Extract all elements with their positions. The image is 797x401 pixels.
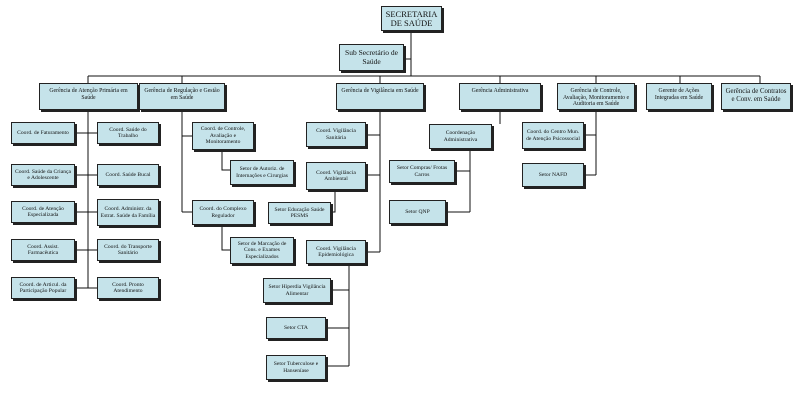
connector-reg-s2: [221, 225, 230, 251]
gerencia-controle-auditoria: Gerência de Controle, Avaliação, Monitor…: [557, 83, 635, 110]
coord-saude-bucal: Coord. Saúde Bucal: [97, 164, 159, 186]
setor-autoriz-internacoes: Setor de Autoriz. de Internações e Cirur…: [230, 160, 294, 185]
coord-complexo-regulador: Coord. do Complexo Regulador: [192, 200, 254, 225]
coord-vigilancia-ambiental: Coord. Vigilância Ambiental: [306, 162, 366, 190]
coord-assist-farmaceutica: Coord. Assist. Farmacêutica: [11, 239, 75, 261]
sub-secretario-box: Sub Secretário de Saúde: [339, 44, 404, 71]
coord-transporte-sanitario: Coord. do Transporte Sanitário: [97, 239, 159, 261]
coord-vigilancia-sanitaria: Coord. Vigilância Sanitária: [306, 122, 366, 147]
coord-saude-crianca: Coord. Saúde da Criança e Adolescente: [11, 164, 75, 186]
setor-nafd: Setor NAFD: [522, 163, 584, 187]
coord-administrativa: Coordenação Administrativa: [429, 124, 492, 149]
gerencia-administrativa: Gerência Administrativa: [459, 83, 541, 110]
setor-compras-frotas: Setor Compras/ Frotas Carros: [389, 160, 455, 183]
coord-pronto-atendimento: Coord. Pronto Atendimento: [97, 277, 159, 299]
coord-participacao-popular: Coord. de Articul. da Participação Popul…: [11, 277, 75, 299]
gerencia-vigilancia: Gerência de Vigilância em Saúde: [336, 83, 424, 110]
setor-cta: Setor CTA: [266, 317, 326, 339]
coord-estrat-saude-familia: Coord. Administr. da Estrat. Saúde da Fa…: [97, 199, 159, 226]
coord-atencao-especializada: Coord. de Atenção Especializada: [11, 201, 75, 223]
gerencia-regulacao: Gerência de Regulação e Gestão em Saúde: [139, 83, 225, 110]
connector-vig-amb: [331, 190, 336, 213]
gerencia-acoes-integradas: Gerente de Ações Integradas em Saúde: [646, 83, 712, 110]
coord-faturamento: Coord. de Faturamento: [11, 122, 75, 144]
gerencia-contratos: Gerência de Contratos e Conv. em Saúde: [721, 83, 791, 110]
coord-controle-avaliacao: Coord. de Controle, Avaliação e Monitora…: [192, 122, 254, 150]
setor-marcacao-consultas: Setor de Marcação de Cons. e Exames Espe…: [230, 237, 294, 264]
coord-saude-trabalho: Coord. Saúde do Trabalho: [97, 122, 159, 144]
coord-centro-psicossocial: Coord. do Centro Mun. de Atenção Psicoss…: [522, 122, 584, 149]
setor-qnp: Setor QNP: [389, 200, 446, 224]
coord-vigilancia-epidemiologica: Coord. Vigilância Epidemiológica: [306, 240, 366, 264]
connector-reg-s1: [221, 150, 230, 171]
setor-hiperdia: Setor Hiperdia Vigilância Alimentar: [263, 278, 331, 303]
root-box: SECRETARIA DE SAÚDE: [381, 6, 442, 31]
setor-tuberculose: Setor Tuberculose e Hanseníase: [266, 355, 326, 380]
setor-educacao-saude: Setor Educação Saúde PESMS: [268, 202, 331, 224]
gerencia-atencao-primaria: Gerência de Atenção Primária em Saúde: [39, 83, 138, 110]
